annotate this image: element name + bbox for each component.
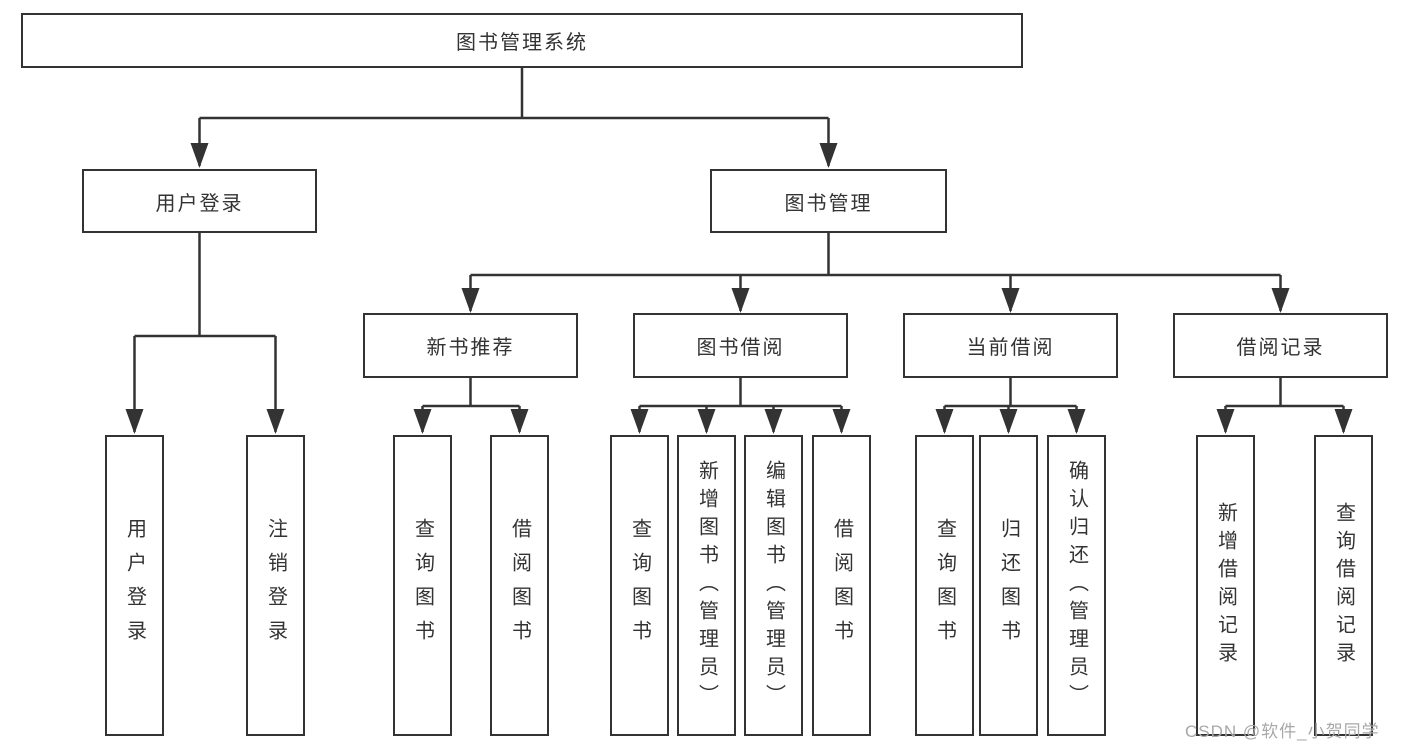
node-label: 图书管理系统	[456, 32, 588, 54]
node-current-borrowing: 当前借阅	[903, 313, 1118, 378]
node-label: 注销登录	[264, 517, 287, 654]
node-label: 新增图书（管理员）	[695, 459, 718, 712]
node-borrowing-records: 借阅记录	[1173, 313, 1388, 378]
node-label: 图书管理	[784, 192, 873, 215]
node-label: 查询借阅记录	[1332, 501, 1355, 670]
leaf-query-books-recommend: 查询图书	[393, 435, 452, 736]
leaf-return-books: 归还图书	[979, 435, 1038, 736]
node-label: 编辑图书（管理员）	[762, 459, 785, 712]
node-label: 查询图书	[628, 517, 651, 654]
node-label: 用户登录	[123, 517, 146, 654]
node-label: 归还图书	[997, 517, 1020, 654]
leaf-confirm-return-admin: 确认归还（管理员）	[1047, 435, 1106, 736]
node-label: 借阅记录	[1236, 337, 1325, 359]
node-label: 查询图书	[933, 517, 956, 654]
node-label: 借阅图书	[830, 517, 853, 654]
leaf-borrow-books-recommend: 借阅图书	[490, 435, 549, 736]
leaf-edit-books-admin: 编辑图书（管理员）	[744, 435, 803, 736]
leaf-add-books-admin: 新增图书（管理员）	[677, 435, 736, 736]
node-book-management: 图书管理	[710, 169, 947, 233]
leaf-query-borrow-record: 查询借阅记录	[1314, 435, 1373, 736]
leaf-user-login: 用户登录	[105, 435, 164, 736]
leaf-logout-login: 注销登录	[246, 435, 305, 736]
node-book-borrowing: 图书借阅	[633, 313, 848, 378]
node-new-book-recommend: 新书推荐	[363, 313, 578, 378]
node-root-system: 图书管理系统	[21, 13, 1023, 68]
leaf-add-borrow-record: 新增借阅记录	[1196, 435, 1255, 736]
node-label: 当前借阅	[966, 337, 1055, 359]
csdn-watermark: CSDN @软件_小贺同学	[1185, 722, 1380, 741]
node-user-login: 用户登录	[82, 169, 317, 233]
node-label: 借阅图书	[508, 517, 531, 654]
node-label: 新增借阅记录	[1214, 501, 1237, 670]
node-label: 新书推荐	[426, 337, 515, 359]
node-label: 确认归还（管理员）	[1065, 459, 1088, 712]
leaf-borrow-books: 借阅图书	[812, 435, 871, 736]
node-label: 查询图书	[411, 517, 434, 654]
leaf-query-books-current: 查询图书	[915, 435, 974, 736]
leaf-query-books-borrow: 查询图书	[610, 435, 669, 736]
node-label: 用户登录	[155, 192, 244, 215]
node-label: 图书借阅	[696, 337, 785, 359]
